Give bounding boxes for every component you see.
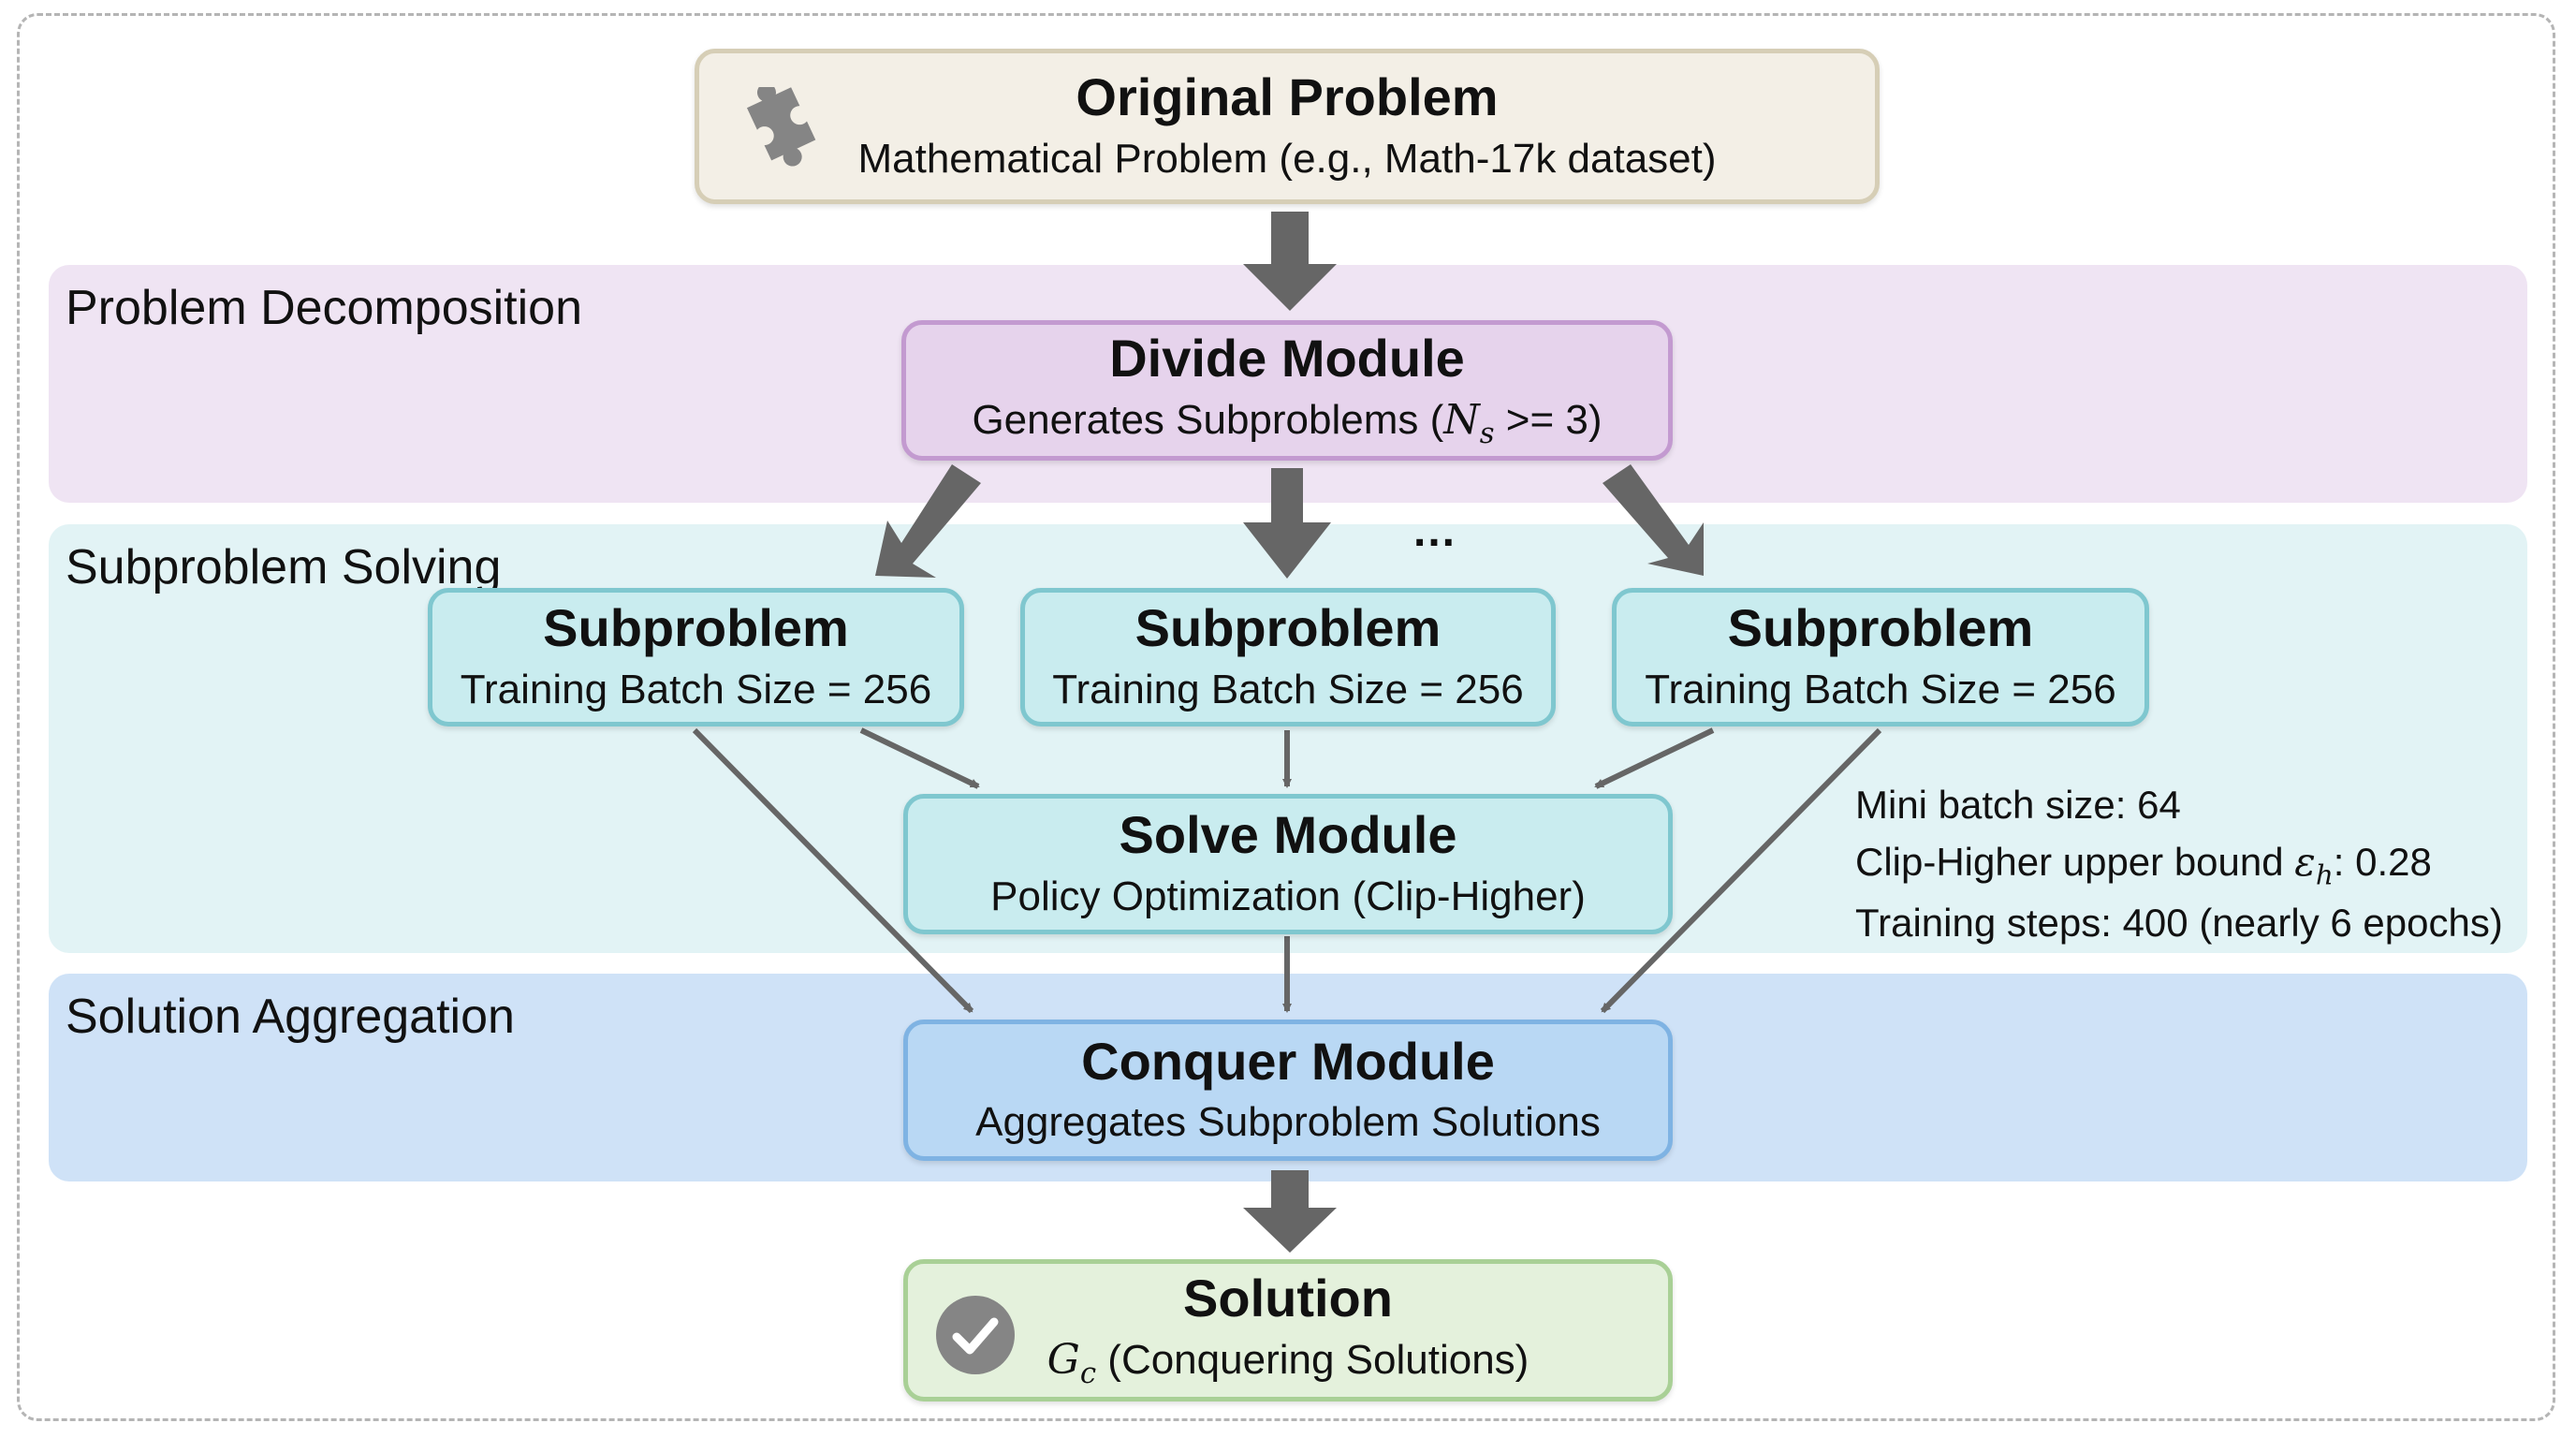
var-subscript: h (2315, 858, 2334, 891)
divide-module-box: Divide Module Generates Subproblems (Ns … (901, 320, 1673, 461)
solution-subtitle: Gc (Conquering Solutions) (1047, 1333, 1530, 1392)
subproblem-subtitle: Training Batch Size = 256 (1052, 666, 1524, 712)
var-subscript: c (1079, 1356, 1097, 1390)
original-problem-title: Original Problem (1076, 67, 1499, 127)
var: ε (2294, 838, 2316, 885)
note-text: : 0.28 (2333, 839, 2432, 884)
solve-module-title: Solve Module (1119, 805, 1457, 865)
subtitle-text: (Conquering Solutions) (1096, 1336, 1530, 1383)
subproblem-subtitle: Training Batch Size = 256 (460, 666, 932, 712)
note-training-steps: Training steps: 400 (nearly 6 epochs) (1855, 900, 2503, 945)
subproblem-title: Subproblem (1134, 598, 1442, 658)
math-var: Ns (1443, 395, 1494, 450)
note-clip-higher: Clip-Higher upper bound εh: 0.28 (1855, 834, 2503, 895)
subtitle-text: Generates Subproblems ( (972, 396, 1444, 443)
solve-module-subtitle: Policy Optimization (Clip-Higher) (990, 873, 1586, 919)
solve-module-box: Solve Module Policy Optimization (Clip-H… (903, 794, 1673, 934)
conquer-module-title: Conquer Module (1081, 1031, 1495, 1091)
math-var: εh (2294, 838, 2333, 890)
solution-title: Solution (1183, 1269, 1393, 1328)
note-mini-batch: Mini batch size: 64 (1855, 783, 2181, 827)
divide-module-title: Divide Module (1109, 329, 1465, 389)
divide-module-subtitle: Generates Subproblems (Ns >= 3) (972, 393, 1602, 452)
solution-box: Solution Gc (Conquering Solutions) (903, 1259, 1673, 1401)
var-subscript: s (1479, 416, 1495, 450)
note-text: Clip-Higher upper bound (1855, 839, 2295, 884)
original-problem-subtitle: Mathematical Problem (e.g., Math-17k dat… (857, 135, 1717, 182)
band-label: Problem Decomposition (66, 281, 583, 335)
band-label: Subproblem Solving (66, 540, 502, 594)
subtitle-text: >= 3) (1494, 396, 1603, 443)
subproblem-box: Subproblem Training Batch Size = 256 (1612, 588, 2149, 726)
training-notes: Mini batch size: 64 Clip-Higher upper bo… (1855, 777, 2503, 952)
ellipsis: ... (1413, 506, 1457, 556)
puzzle-icon (746, 87, 816, 167)
subproblem-box: Subproblem Training Batch Size = 256 (1020, 588, 1556, 726)
var: N (1443, 395, 1480, 444)
subproblem-title: Subproblem (543, 598, 849, 658)
check-circle-icon (936, 1296, 1015, 1374)
subproblem-box: Subproblem Training Batch Size = 256 (428, 588, 964, 726)
math-var: Gc (1046, 1335, 1096, 1390)
diagram-frame (17, 13, 2555, 1421)
conquer-module-subtitle: Aggregates Subproblem Solutions (975, 1099, 1601, 1146)
var: G (1046, 1335, 1080, 1384)
conquer-module-box: Conquer Module Aggregates Subproblem Sol… (903, 1020, 1673, 1161)
original-problem-box: Original Problem Mathematical Problem (e… (695, 49, 1880, 204)
subproblem-subtitle: Training Batch Size = 256 (1645, 666, 2116, 712)
subproblem-title: Subproblem (1727, 598, 2034, 658)
band-label: Solution Aggregation (66, 990, 515, 1044)
